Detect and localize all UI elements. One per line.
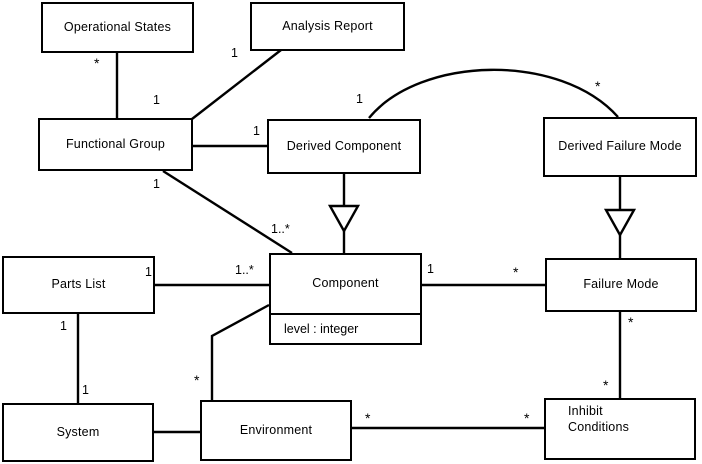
class-name-inhibit-conditions-line1: Inhibit <box>568 404 603 418</box>
multiplicity-inhibit-conditions-top: * <box>603 377 609 393</box>
multiplicity-inhibit-conditions-left: * <box>524 410 530 426</box>
class-name-failure-mode: Failure Mode <box>583 277 659 292</box>
class-name-component: Component <box>312 276 379 291</box>
class-name-inhibit-conditions: Inhibit Conditions <box>546 400 694 458</box>
class-name-derived-failure-mode: Derived Failure Mode <box>558 139 682 154</box>
class-box-analysis-report[interactable]: Analysis Report <box>250 2 405 51</box>
class-name-operational-states: Operational States <box>63 19 172 34</box>
class-box-system[interactable]: System <box>2 403 154 462</box>
class-name-parts-list: Parts List <box>51 277 106 292</box>
multiplicity-analysis-report-upper: 1 <box>231 46 238 60</box>
multiplicity-failure-mode-bottom: * <box>628 314 634 330</box>
class-name-functional-group: Functional Group <box>65 136 166 151</box>
multiplicity-derived-failure-mode-arc: * <box>595 78 601 94</box>
class-name-system: System <box>56 424 100 439</box>
class-box-environment[interactable]: Environment <box>200 400 352 461</box>
multiplicity-functional-group-derived-component: 1 <box>253 124 260 138</box>
class-box-parts-list[interactable]: Parts List <box>2 256 155 314</box>
multiplicity-operational-states-functional-group: * <box>94 55 100 71</box>
multiplicity-component-right: 1 <box>427 262 434 276</box>
class-name-derived-component: Derived Component <box>286 138 402 153</box>
class-box-operational-states[interactable]: Operational States <box>41 2 194 53</box>
class-name-environment: Environment <box>239 422 313 437</box>
multiplicity-functional-group-component-lower: 1..* <box>271 222 290 236</box>
multiplicity-functional-group-component-upper: 1 <box>153 177 160 191</box>
class-name-analysis-report: Analysis Report <box>282 18 373 33</box>
multiplicity-environment-component: * <box>194 372 200 388</box>
class-box-derived-component[interactable]: Derived Component <box>267 119 421 174</box>
edge-derived-component-derived-failure-mode-arc <box>368 68 619 119</box>
edge-component-environment <box>210 303 270 400</box>
multiplicity-system-top: 1 <box>82 383 89 397</box>
multiplicity-parts-list-bottom: 1 <box>60 319 67 333</box>
class-box-failure-mode[interactable]: Failure Mode <box>545 258 697 312</box>
class-name-inhibit-conditions-line2: Conditions <box>568 419 630 434</box>
multiplicity-component-left: 1..* <box>235 263 254 277</box>
multiplicity-failure-mode-left: * <box>513 264 519 280</box>
class-box-component[interactable]: Component level : integer <box>269 253 422 345</box>
class-box-inhibit-conditions[interactable]: Inhibit Conditions <box>544 398 696 460</box>
multiplicity-derived-component-arc: 1 <box>356 92 363 106</box>
class-box-functional-group[interactable]: Functional Group <box>38 118 193 171</box>
multiplicity-analysis-report-lower: 1 <box>153 93 160 107</box>
multiplicity-parts-list-right: 1 <box>145 265 152 279</box>
multiplicity-environment-right: * <box>365 410 371 426</box>
generalization-triangle-failure-mode <box>603 208 637 238</box>
generalization-triangle-component <box>327 204 361 234</box>
edge-analysis-report-functional-group <box>191 49 282 120</box>
class-attribute-component-level: level : integer <box>271 313 420 343</box>
class-box-derived-failure-mode[interactable]: Derived Failure Mode <box>543 117 697 177</box>
edge-functional-group-component <box>162 169 293 255</box>
